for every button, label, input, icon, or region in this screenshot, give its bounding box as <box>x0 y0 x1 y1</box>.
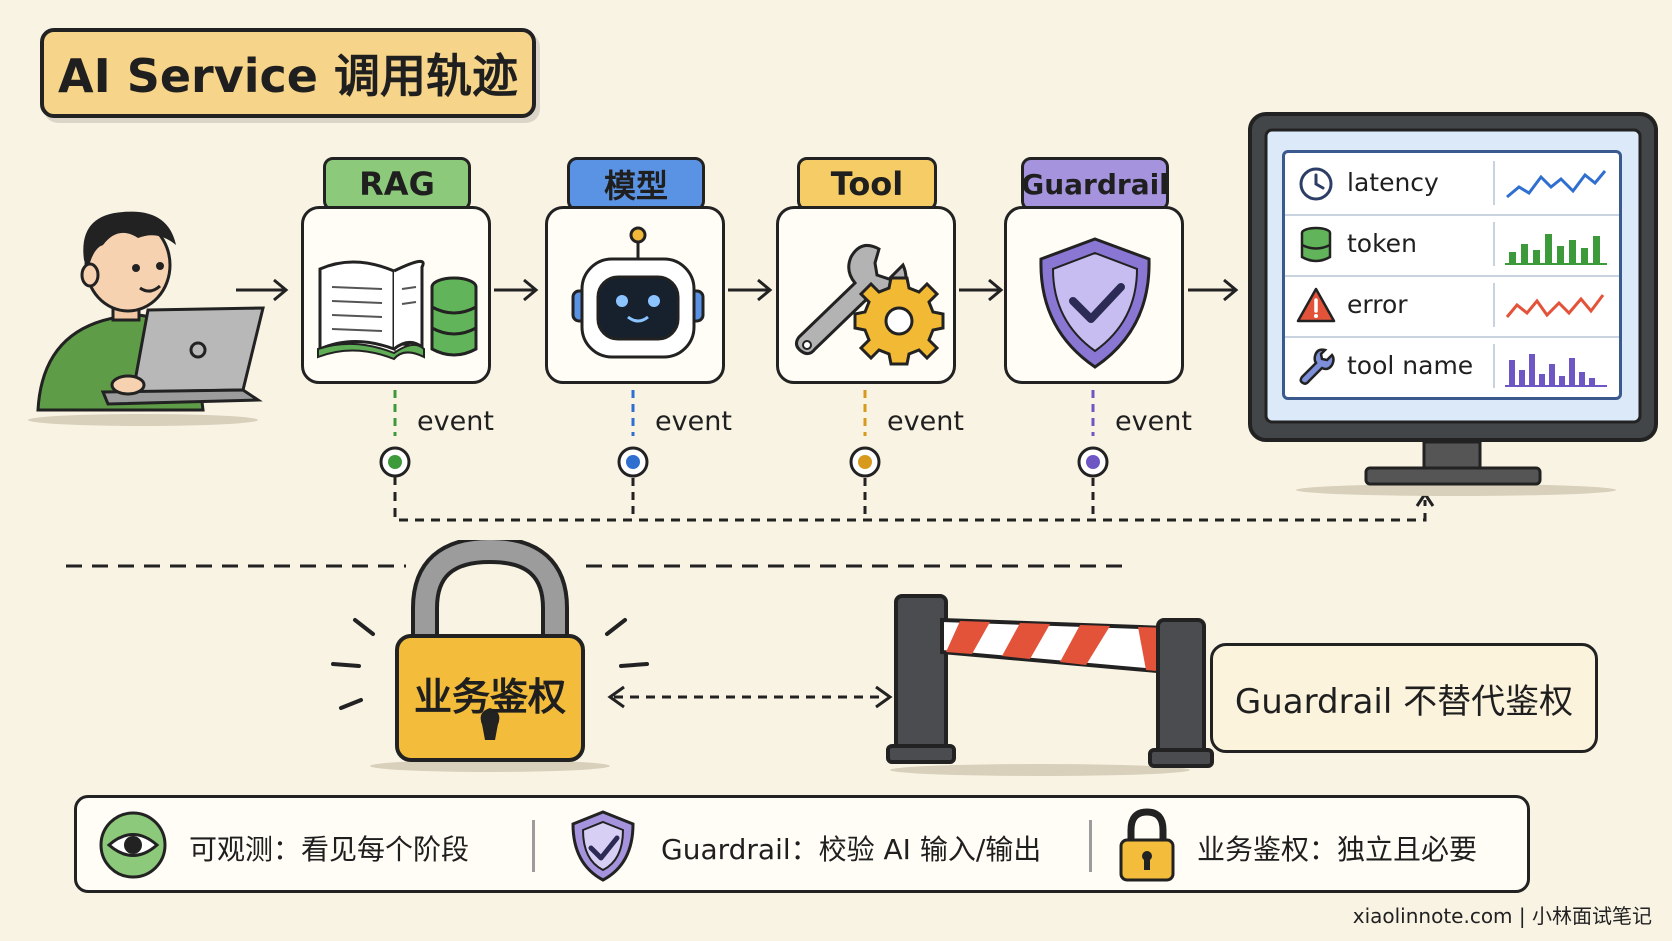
shield-check-icon <box>571 810 635 882</box>
event-marker-guardrail: event <box>1073 386 1223 486</box>
robot-icon <box>571 226 705 359</box>
legend-item-auth: 业务鉴权：独立且必要 <box>1115 806 1515 886</box>
arrow-model-to-tool <box>728 278 773 302</box>
warning-icon <box>1296 287 1336 323</box>
legend-observability-text: 可观测：看见每个阶段 <box>189 833 470 866</box>
metric-row-tool-name: tool name <box>1285 336 1619 397</box>
barrier-gate-icon <box>886 594 1214 776</box>
legend-item-observability: 可观测：看见每个阶段 <box>97 810 497 880</box>
section-divider <box>66 564 1132 568</box>
event-marker-tool: event <box>845 386 995 486</box>
auth-lock-label: 业务鉴权 <box>413 675 566 719</box>
error-sparkline <box>1505 294 1605 318</box>
event-marker-rag: event <box>375 386 525 486</box>
auth-padlock: 业务鉴权 <box>325 540 655 780</box>
legend-auth-text: 业务鉴权：独立且必要 <box>1197 833 1478 866</box>
stage-label-rag-text: RAG <box>359 165 435 203</box>
event-marker-model: event <box>613 386 763 486</box>
stage-label-model: 模型 <box>567 157 705 211</box>
page-title: AI Service 调用轨迹 <box>40 28 536 118</box>
double-dashed-arrow <box>607 685 893 709</box>
stage-label-tool-text: Tool <box>830 165 904 203</box>
event-label-tool: event <box>887 406 964 437</box>
token-bar-sparkline <box>1505 234 1607 265</box>
guardrail-note: Guardrail 不替代鉴权 <box>1210 643 1598 753</box>
metric-label-token: token <box>1347 229 1417 258</box>
tool-name-bar-sparkline <box>1505 354 1607 387</box>
arrow-guardrail-to-monitor <box>1188 278 1239 302</box>
metric-row-latency: latency <box>1285 153 1619 216</box>
legend-divider-2 <box>1089 820 1092 872</box>
legend-bar: 可观测：看见每个阶段 Guardrail：校验 AI 输入/输出 业务鉴权：独立… <box>74 795 1530 893</box>
latency-sparkline <box>1506 170 1607 199</box>
stage-label-guardrail-text: Guardrail <box>1021 167 1169 201</box>
stage-box-rag <box>301 206 491 384</box>
stage-label-rag: RAG <box>323 157 471 211</box>
wrench-gear-icon <box>794 243 945 366</box>
book-database-icon <box>317 259 478 361</box>
metric-row-error: error <box>1285 275 1619 338</box>
stage-box-model <box>545 206 725 384</box>
padlock-icon <box>331 540 649 772</box>
metric-label-tool-name: tool name <box>1347 351 1474 380</box>
stage-label-model-text: 模型 <box>603 167 668 205</box>
legend-guardrail-text: Guardrail：校验 AI 输入/输出 <box>661 833 1042 866</box>
eye-icon <box>99 811 167 879</box>
legend-item-guardrail: Guardrail：校验 AI 输入/输出 <box>567 808 1067 884</box>
monitor-metrics-panel: latency token <box>1282 150 1622 400</box>
clock-icon <box>1299 167 1333 201</box>
arrow-user-to-rag <box>236 278 289 302</box>
user-with-laptop-icon <box>28 211 265 426</box>
guardrail-note-text: Guardrail 不替代鉴权 <box>1234 681 1574 722</box>
stage-box-guardrail <box>1004 206 1184 384</box>
padlock-icon <box>1119 808 1175 882</box>
shield-check-icon <box>1039 237 1151 369</box>
metric-label-latency: latency <box>1347 168 1439 197</box>
event-label-model: event <box>655 406 732 437</box>
page-title-text: AI Service 调用轨迹 <box>58 49 518 103</box>
metric-label-error: error <box>1347 290 1408 319</box>
database-icon <box>1300 226 1332 263</box>
metric-row-token: token <box>1285 214 1619 277</box>
stage-label-guardrail: Guardrail <box>1021 157 1169 211</box>
arrow-tool-to-guardrail <box>959 278 1004 302</box>
stage-label-tool: Tool <box>797 157 937 211</box>
footer-credit: xiaolinnote.com | 小林面试笔记 <box>1352 904 1652 928</box>
arrow-rag-to-model <box>494 278 539 302</box>
wrench-icon <box>1299 348 1335 385</box>
event-label-guardrail: event <box>1115 406 1192 437</box>
event-label-rag: event <box>417 406 494 437</box>
legend-divider-1 <box>532 820 535 872</box>
monitor-dashboard: latency token <box>1246 110 1660 498</box>
stage-box-tool <box>776 206 956 384</box>
